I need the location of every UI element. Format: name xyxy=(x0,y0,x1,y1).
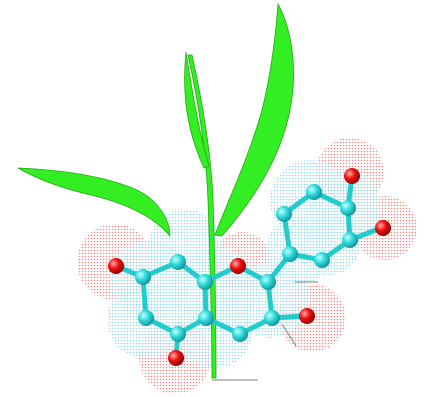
oxygen-atom xyxy=(168,350,184,366)
hydrogen-bonds xyxy=(212,281,318,381)
carbon-atom xyxy=(197,274,213,290)
oxygen-atom xyxy=(108,258,124,274)
oxygen-atom xyxy=(344,168,360,184)
carbon-atom xyxy=(260,274,276,290)
carbon-atom xyxy=(342,232,358,248)
left-leaf xyxy=(17,167,171,238)
carbon-atom xyxy=(314,252,330,268)
right-leaf xyxy=(214,2,294,237)
carbon-atom xyxy=(282,246,298,262)
carbon-atom xyxy=(264,310,280,326)
stem xyxy=(187,54,217,379)
atoms xyxy=(108,168,391,366)
oxygen-atom xyxy=(299,308,315,324)
carbon-atom xyxy=(340,200,356,216)
carbon-atom xyxy=(135,269,151,285)
carbon-atom xyxy=(276,206,292,222)
carbon-atom xyxy=(170,254,186,270)
oxygen-atom xyxy=(375,220,391,236)
carbon-atom xyxy=(170,326,186,342)
carbon-atom xyxy=(306,184,322,200)
carbon-atom xyxy=(232,326,248,342)
plant-sprout xyxy=(17,2,294,379)
upper-left-leaf xyxy=(184,51,210,169)
carbon-atom xyxy=(198,310,214,326)
oxygen-atom xyxy=(230,258,246,274)
carbon-atom xyxy=(138,310,154,326)
